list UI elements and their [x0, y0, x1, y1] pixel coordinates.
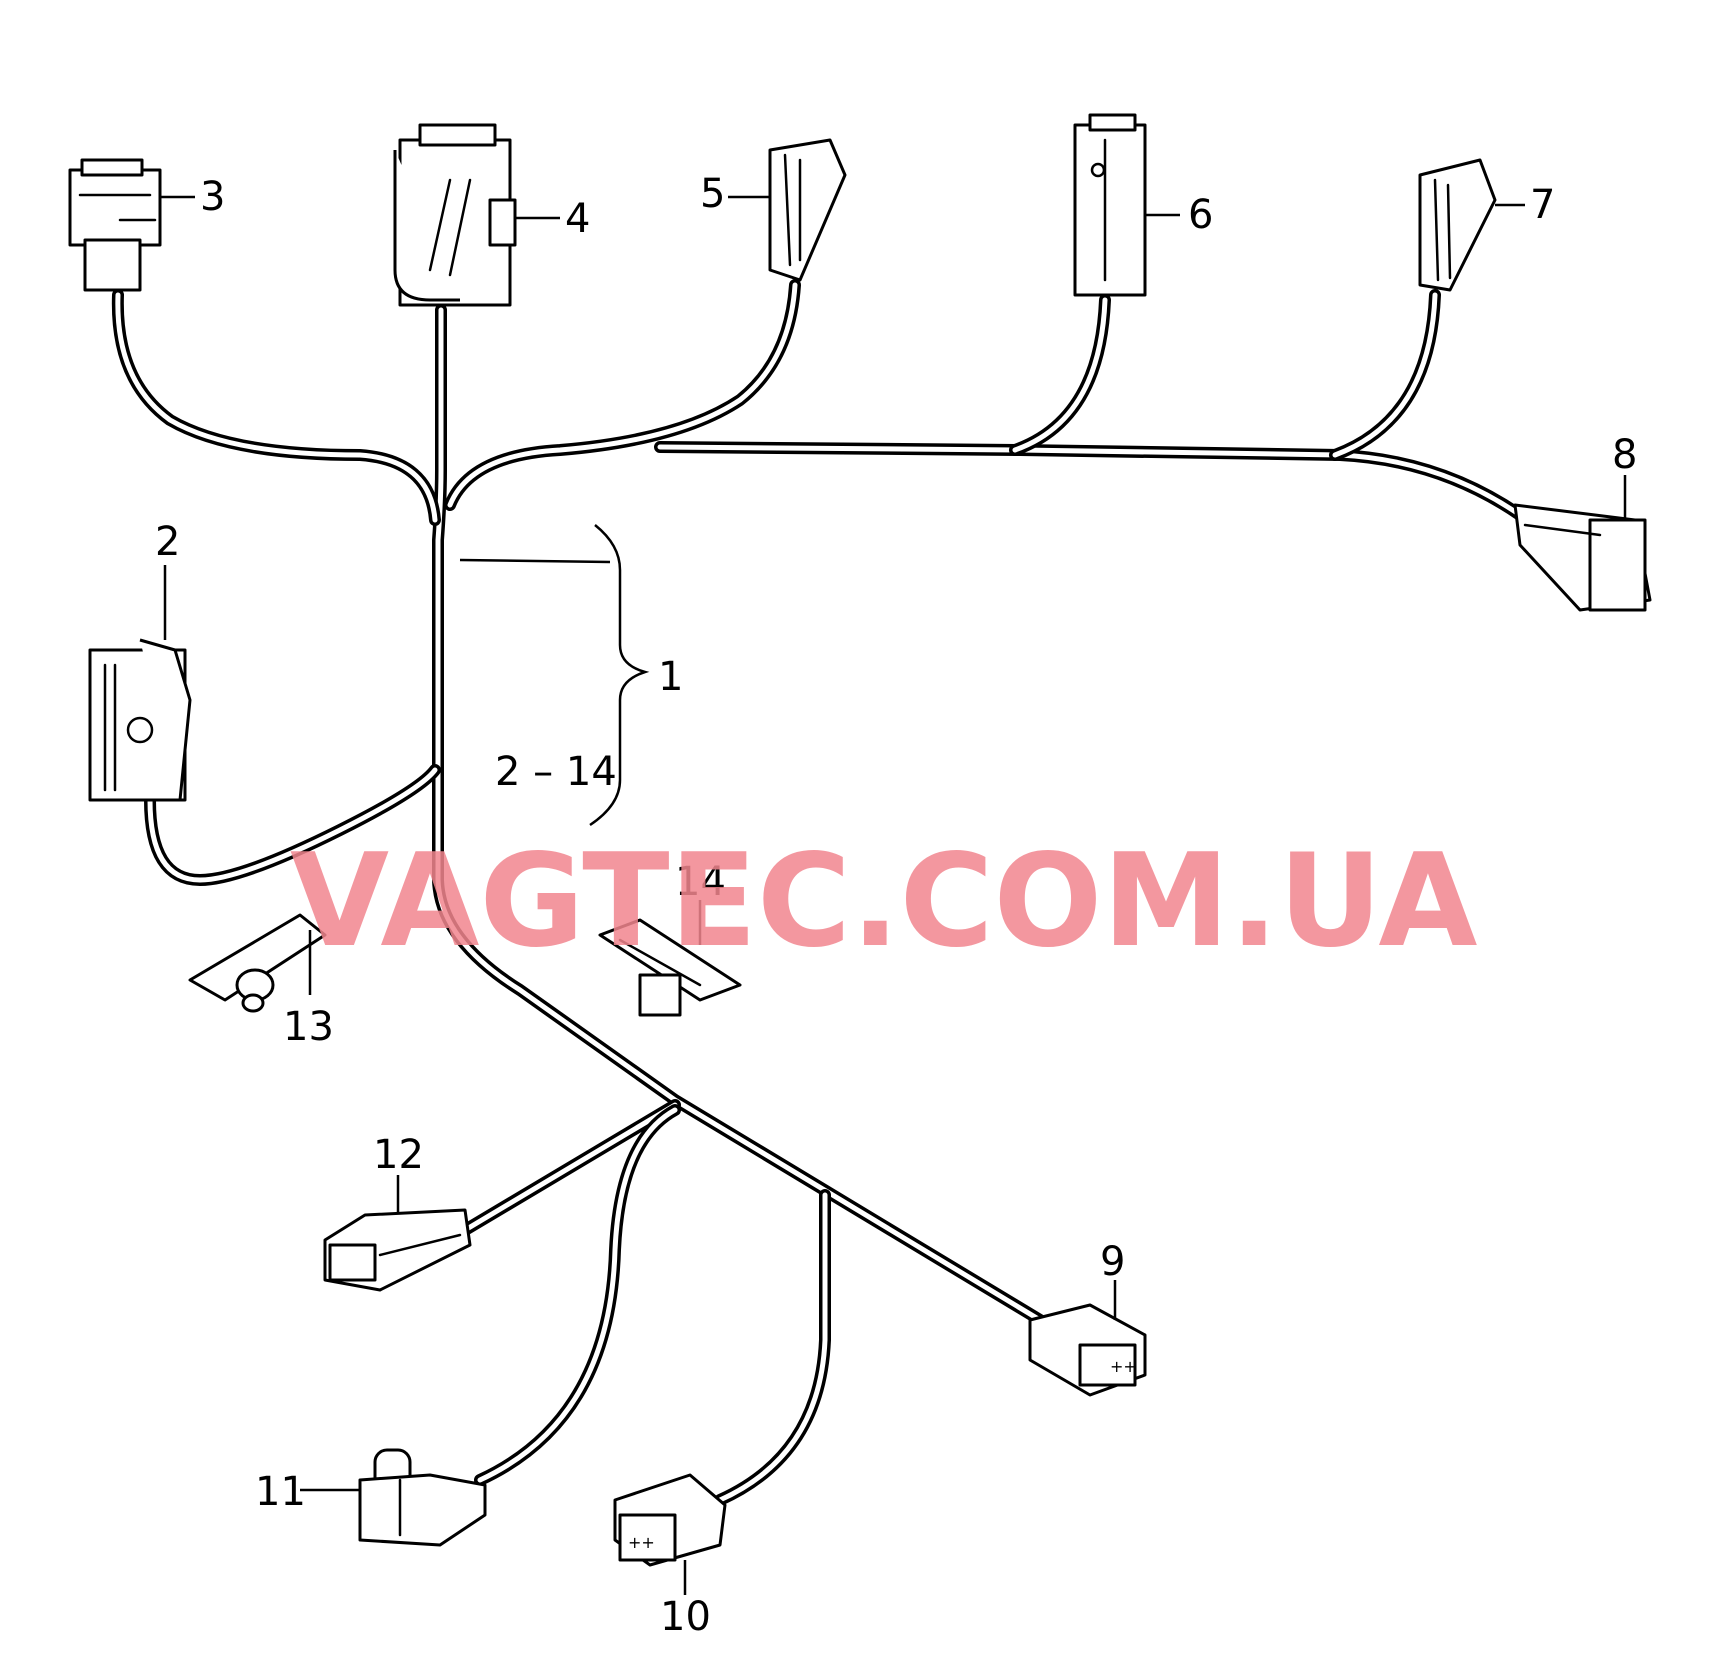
leader-lines	[160, 195, 1627, 1595]
svg-text:++: ++	[1110, 1357, 1137, 1376]
label-1: 1	[658, 654, 683, 700]
label-9: 9	[1100, 1239, 1125, 1285]
clip-14	[598, 918, 742, 1017]
connector-3	[68, 158, 162, 292]
label-12: 12	[373, 1132, 424, 1178]
label-4: 4	[565, 196, 590, 242]
part-labels: 1 2 – 14 2 3 4 5 6 7 8 9 10 11 12 13 14	[155, 171, 1637, 1640]
label-7: 7	[1530, 182, 1555, 228]
connector-2	[88, 638, 192, 802]
label-3: 3	[200, 174, 225, 220]
connector-8	[1513, 503, 1652, 612]
label-14: 14	[675, 859, 726, 905]
harness-wires	[111, 279, 1526, 1506]
connector-11	[358, 1448, 487, 1547]
label-5: 5	[700, 171, 725, 217]
connector-10: ++	[613, 1473, 727, 1567]
svg-text:++: ++	[628, 1533, 655, 1552]
label-6: 6	[1188, 192, 1213, 238]
watermark: VAGTEC.COM.UA	[290, 827, 1477, 976]
clip-13	[188, 913, 327, 1013]
connector-12	[323, 1208, 472, 1292]
label-8: 8	[1612, 432, 1637, 478]
connector-5	[768, 138, 847, 282]
connector-6	[1073, 113, 1147, 297]
connector-4	[393, 123, 517, 307]
label-2: 2	[155, 519, 180, 565]
connector-7	[1418, 158, 1497, 292]
connector-9: ++	[1028, 1303, 1147, 1397]
label-range-2-14: 2 – 14	[495, 749, 617, 795]
label-13: 13	[283, 1004, 334, 1050]
label-11: 11	[255, 1469, 306, 1515]
label-10: 10	[660, 1594, 711, 1640]
